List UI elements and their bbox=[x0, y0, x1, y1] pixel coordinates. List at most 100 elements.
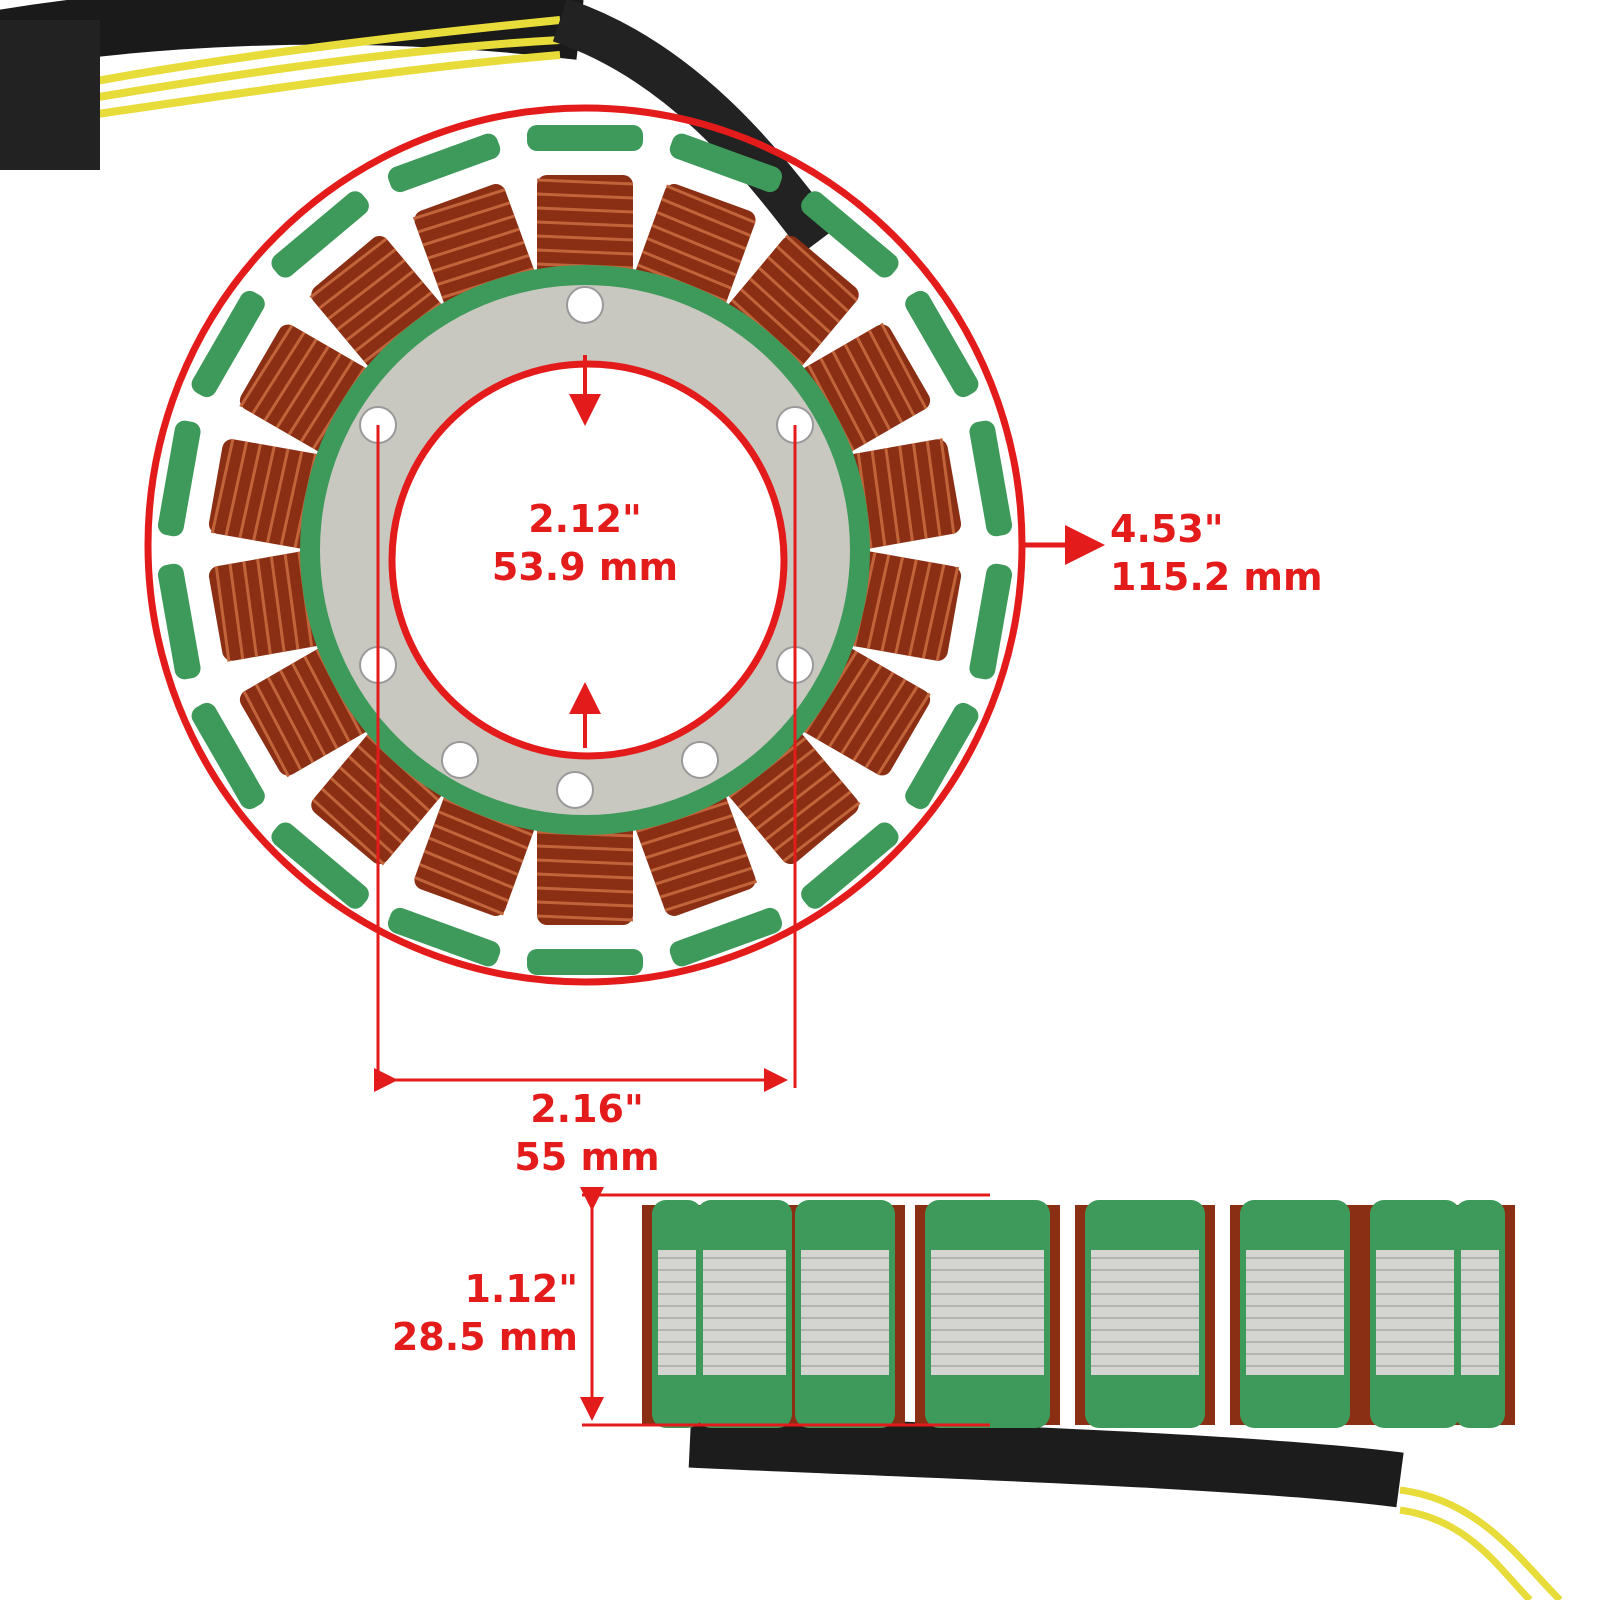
coil-winding bbox=[536, 858, 634, 866]
coil-winding bbox=[939, 438, 956, 534]
coil-winding bbox=[785, 234, 859, 302]
coil-winding bbox=[252, 446, 276, 541]
coil-winding bbox=[279, 669, 327, 757]
coil-winding bbox=[423, 849, 514, 890]
coil-winding bbox=[661, 197, 752, 238]
coil-winding bbox=[428, 836, 519, 877]
coil-winding bbox=[656, 210, 747, 251]
coil-winding bbox=[263, 338, 318, 422]
coil-winding bbox=[536, 248, 634, 256]
coil-winding bbox=[884, 448, 901, 544]
coil-winding bbox=[641, 250, 732, 290]
coil-winding bbox=[214, 566, 231, 662]
pole-tip bbox=[271, 191, 369, 278]
pole-tip bbox=[669, 133, 783, 193]
coil-winding bbox=[433, 823, 524, 863]
coil-winding bbox=[299, 359, 354, 443]
coil-winding bbox=[935, 566, 960, 662]
height-mm: 28.5 mm bbox=[391, 1315, 578, 1359]
coil-winding bbox=[303, 655, 351, 743]
coil-winding bbox=[210, 438, 235, 534]
bolt-hole bbox=[681, 741, 719, 779]
coil-winding bbox=[749, 277, 823, 345]
coil-winding bbox=[776, 245, 850, 313]
pole-tip bbox=[905, 290, 979, 398]
pole-tip bbox=[387, 907, 501, 967]
pole-tip bbox=[191, 702, 265, 810]
coil-winding bbox=[311, 798, 385, 866]
coil-winding bbox=[880, 556, 905, 652]
coil-winding bbox=[764, 779, 843, 841]
coil-winding bbox=[925, 440, 942, 537]
coil-winding bbox=[436, 254, 530, 286]
coil-winding bbox=[329, 776, 403, 844]
coil-winding bbox=[665, 184, 756, 224]
coil-winding bbox=[908, 561, 932, 657]
side-lamination bbox=[703, 1250, 786, 1375]
pole-tip bbox=[801, 822, 899, 909]
coil-winding bbox=[279, 451, 304, 546]
side-lamination bbox=[801, 1250, 889, 1375]
coil-winding bbox=[843, 343, 891, 431]
coil-winding bbox=[536, 206, 634, 214]
bolt-spacing-label: 2.16" 55 mm bbox=[514, 1085, 659, 1181]
coil-winding bbox=[659, 866, 753, 899]
pole-tip bbox=[157, 420, 201, 537]
pole-tip bbox=[527, 949, 643, 975]
coil-winding bbox=[536, 234, 634, 242]
pole-tip bbox=[387, 133, 501, 193]
bolt-spacing-inch: 2.16" bbox=[530, 1087, 644, 1131]
coil-winding bbox=[238, 443, 262, 539]
side-lamination bbox=[1376, 1250, 1454, 1375]
coil-winding bbox=[536, 178, 634, 186]
coil-winding bbox=[645, 827, 738, 860]
coil-winding bbox=[852, 678, 907, 762]
coil-winding bbox=[422, 214, 515, 247]
coil-winding bbox=[655, 853, 748, 886]
pole-tip bbox=[905, 702, 979, 810]
coil-winding bbox=[239, 324, 294, 408]
bolt-spacing-mm: 55 mm bbox=[514, 1135, 660, 1179]
coil-winding bbox=[880, 322, 928, 410]
coil-winding bbox=[418, 862, 509, 903]
coil-winding bbox=[867, 329, 916, 417]
coil-winding bbox=[911, 443, 928, 539]
coil-winding bbox=[855, 336, 904, 424]
coil-winding bbox=[283, 553, 300, 650]
inner-diameter-inch: 2.12" bbox=[528, 497, 642, 541]
coil-winding bbox=[309, 237, 388, 299]
coil-winding bbox=[536, 900, 634, 908]
outer-diameter-inch: 4.53" bbox=[1110, 507, 1224, 551]
coil-winding bbox=[224, 441, 249, 536]
coil-winding bbox=[876, 692, 931, 776]
bolt-hole bbox=[556, 771, 594, 809]
coil-winding bbox=[256, 558, 272, 655]
center-hole bbox=[395, 367, 781, 753]
inner-diameter-mm: 53.9 mm bbox=[491, 545, 679, 589]
pole-tip bbox=[801, 191, 899, 278]
outer-diameter-label: 4.53" 115.2 mm bbox=[1110, 505, 1323, 601]
coil-winding bbox=[536, 844, 634, 852]
coil-winding bbox=[427, 227, 520, 260]
coil-winding bbox=[251, 331, 306, 415]
side-lamination bbox=[1091, 1250, 1199, 1375]
coil-winding bbox=[819, 357, 867, 445]
coil-winding bbox=[870, 450, 887, 547]
coil-winding bbox=[640, 814, 734, 846]
coil-winding bbox=[536, 886, 634, 894]
coil-winding bbox=[266, 676, 315, 764]
pole-tip bbox=[191, 290, 265, 398]
coil-winding bbox=[767, 256, 841, 324]
wire-harness-top bbox=[0, 0, 838, 254]
coil-winding bbox=[320, 787, 394, 855]
pole-tip bbox=[157, 563, 201, 680]
outer-diameter-mm: 115.2 mm bbox=[1110, 555, 1323, 599]
coil-winding bbox=[650, 840, 743, 873]
coil-winding bbox=[354, 291, 433, 353]
coil-winding bbox=[327, 259, 406, 321]
coil-winding bbox=[646, 237, 737, 277]
side-lamination bbox=[1246, 1250, 1344, 1375]
side-lamination bbox=[931, 1250, 1044, 1375]
coil-winding bbox=[864, 685, 919, 769]
